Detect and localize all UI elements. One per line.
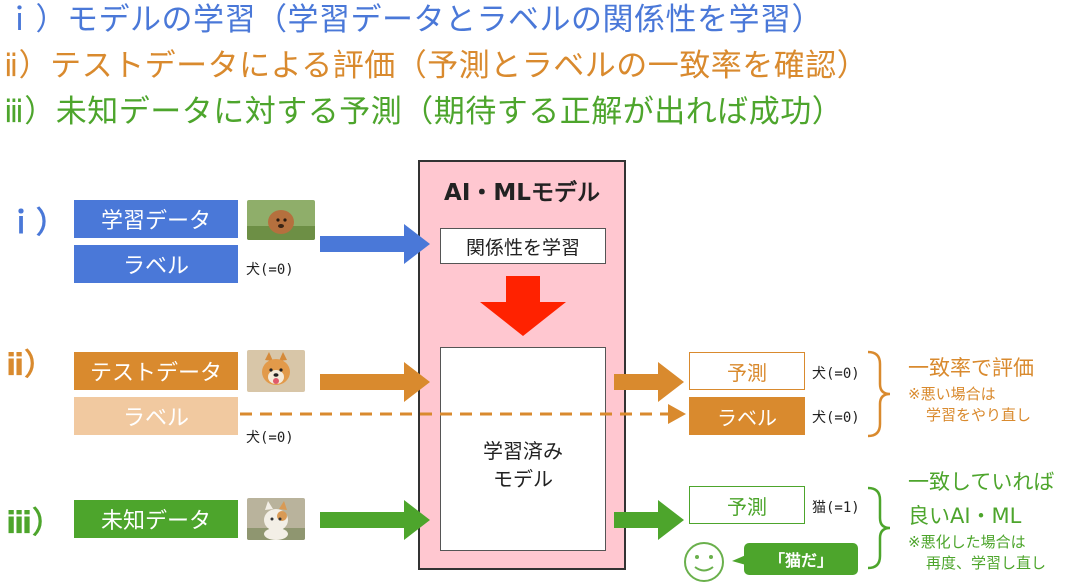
heading-training: ｉ）モデルの学習（学習データとラベルの関係性を学習） [4,2,823,38]
label-dashed-arrowhead [668,404,686,424]
test-data-box: テストデータ [74,352,238,390]
heading-prediction: ⅲ）未知データに対する予測（期待する正解が出れば成功） [4,94,844,130]
eval-note-sub1: ※悪い場合は [908,385,996,403]
eval-note-sub2: 学習をやり直し [926,406,1032,424]
training-data-box: 学習データ [74,200,238,238]
test-input-arrow [320,362,430,402]
prediction-unknown-note: 猫(=1) [812,500,860,516]
prediction-brace [867,486,891,570]
poodle-photo [247,200,315,240]
training-arrow [320,224,430,264]
test-label-note: 犬(=0) [246,430,294,446]
speech-bubble [732,543,858,575]
label-out-note: 犬(=0) [812,410,860,426]
label-out-box: ラベル [689,397,805,435]
good-note-main2: 良いAI・ML [908,504,1022,528]
unknown-input-arrow [320,500,430,540]
test-output-arrow [614,362,684,402]
eval-note-main: 一致率で評価 [908,356,1034,380]
unknown-output-arrow [614,500,684,540]
training-label-note: 犬(=0) [246,262,294,278]
row-marker-ii: ⅱ） [6,348,55,383]
training-label-box: ラベル [74,245,238,283]
shiba-photo [247,350,305,392]
evaluation-brace [867,350,891,438]
good-note-main1: 一致していれば [908,470,1055,494]
relation-learning-box: 関係性を学習 [440,228,606,264]
trained-model-box [440,347,606,551]
row-marker-iii: ⅲ） [6,506,63,541]
speech-text: 「猫だ」 [768,551,833,570]
model-title: AI・MLモデル [444,180,600,206]
prediction-box-unknown: 予測 [689,486,805,524]
trained-model-line2: モデル [493,467,553,491]
unknown-data-box: 未知データ [74,500,238,538]
good-note-sub1: ※悪化した場合は [908,533,1026,551]
row-marker-i: ｉ） [6,206,66,241]
trained-model-label: 学習済み モデル [440,437,606,493]
red-down-arrow [480,276,566,336]
trained-model-line1: 学習済み [483,439,563,463]
smiley-face-icon [684,542,724,582]
test-label-box: ラベル [74,397,238,435]
prediction-box-test: 予測 [689,352,805,390]
good-note-sub2: 再度、学習し直し [926,554,1047,572]
heading-evaluation: ⅱ）テストデータによる評価（予測とラベルの一致率を確認） [4,48,869,84]
cat-photo [247,498,305,540]
prediction-test-note: 犬(=0) [812,366,860,382]
